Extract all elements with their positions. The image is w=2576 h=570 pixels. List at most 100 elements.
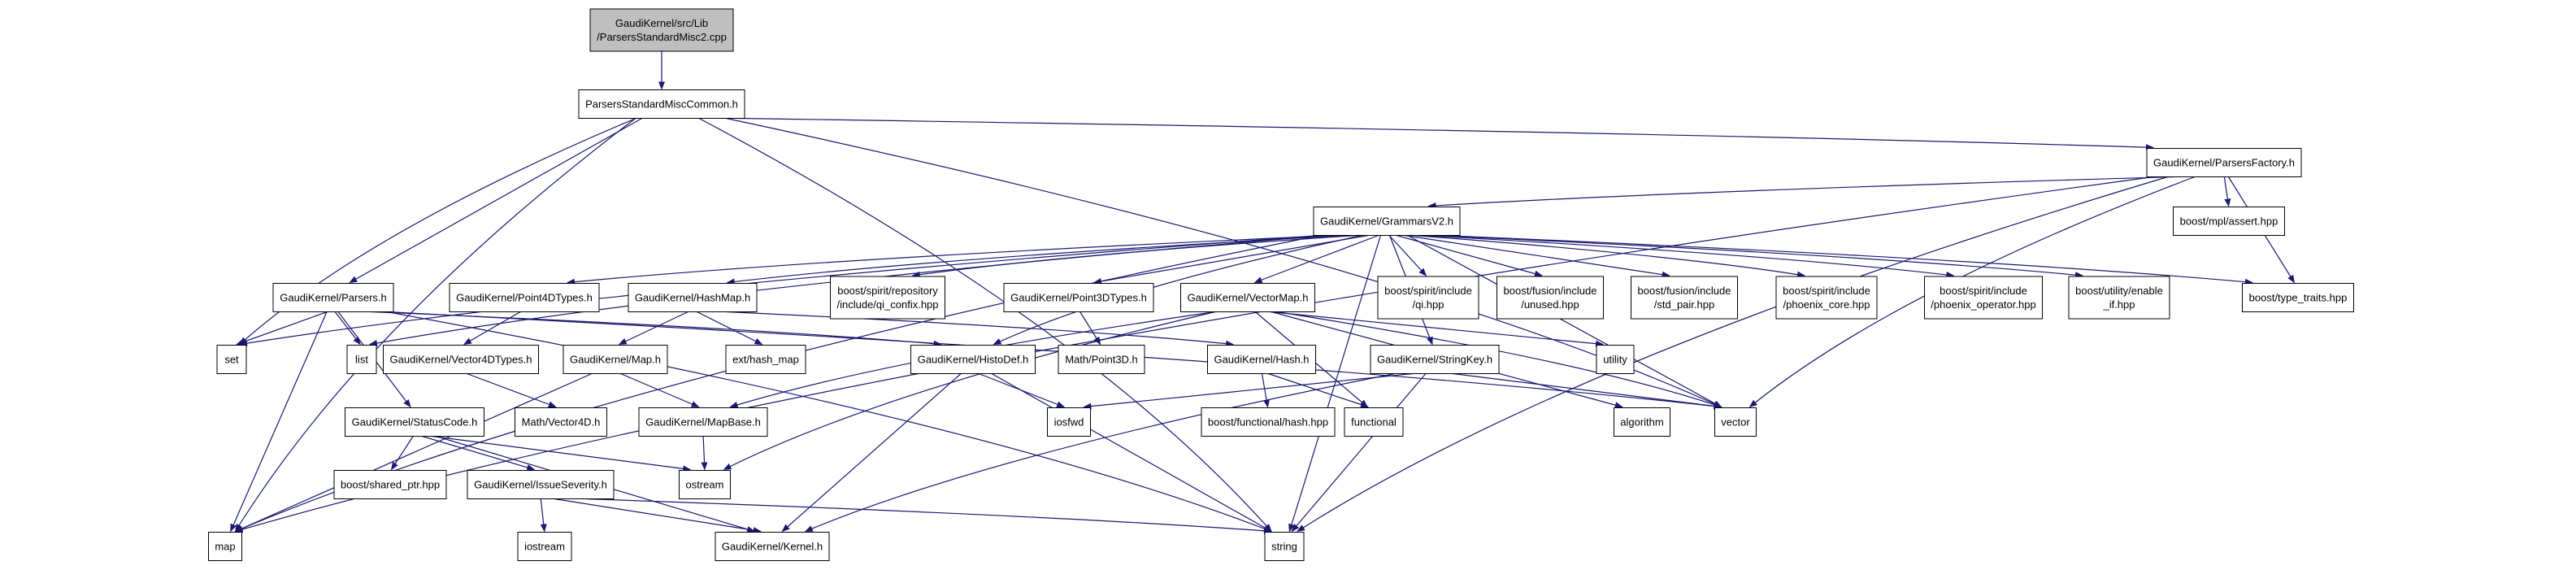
node-label: GaudiKernel/Map.h xyxy=(570,354,661,366)
include-edge xyxy=(1407,234,1722,408)
node-label: boost/utility/enable_if.hpp xyxy=(2075,285,2163,311)
graph-node-parsers[interactable]: GaudiKernel/Parsers.h xyxy=(272,283,394,312)
graph-node-vector4dtypes[interactable]: GaudiKernel/Vector4DTypes.h xyxy=(383,345,539,374)
include-edge xyxy=(334,311,361,346)
graph-node-set: set xyxy=(216,345,247,374)
node-box xyxy=(208,532,242,561)
graph-node-histodef[interactable]: GaudiKernel/HistoDef.h xyxy=(910,345,1036,374)
include-edge xyxy=(349,117,643,284)
include-edge xyxy=(584,498,1272,534)
node-box xyxy=(1924,276,2043,320)
include-edge xyxy=(991,372,1272,533)
node-label: GaudiKernel/src/Lib/ParsersStandardMisc2… xyxy=(597,17,727,43)
include-edge xyxy=(1270,311,1604,347)
graph-node-hash[interactable]: GaudiKernel/Hash.h xyxy=(1207,345,1316,374)
graph-node-stringkey[interactable]: GaudiKernel/StringKey.h xyxy=(1370,345,1500,374)
graph-node-phoenixop: boost/spirit/include/phoenix_operator.hp… xyxy=(1924,276,2043,320)
graph-node-list: list xyxy=(346,345,377,374)
include-edge xyxy=(697,311,763,346)
graph-node-iostream: iostream xyxy=(517,532,572,561)
include-edge xyxy=(1288,235,1382,533)
node-box xyxy=(1370,345,1500,374)
graph-node-cpp: GaudiKernel/src/Lib/ParsersStandardMisc2… xyxy=(589,8,734,52)
include-edge xyxy=(1253,234,1379,284)
include-edge xyxy=(371,311,942,347)
graph-node-ostream: ostream xyxy=(679,470,731,499)
node-box xyxy=(1003,283,1154,312)
graph-node-issueseverity[interactable]: GaudiKernel/IssueSeverity.h xyxy=(467,470,615,499)
include-edge xyxy=(726,311,1234,347)
include-edge xyxy=(2223,176,2231,207)
node-label: iostream xyxy=(524,541,565,553)
include-edge xyxy=(804,372,1396,533)
node-box xyxy=(2068,276,2170,320)
graph-node-hashmap[interactable]: GaudiKernel/HashMap.h xyxy=(628,283,758,312)
node-box xyxy=(1313,207,1461,236)
graph-node-exthashmap: ext/hash_map xyxy=(725,345,806,374)
include-edge xyxy=(467,372,557,408)
include-edge xyxy=(386,311,1272,533)
node-label: functional xyxy=(1351,416,1397,429)
include-edge xyxy=(386,311,1722,410)
graph-node-mplassert: boost/mpl/assert.hpp xyxy=(2173,207,2285,236)
graph-node-parsersfactory[interactable]: GaudiKernel/ParsersFactory.h xyxy=(2146,148,2302,177)
include-edge xyxy=(618,311,689,346)
include-edge xyxy=(234,372,593,533)
node-box xyxy=(679,470,731,499)
node-label: algorithm xyxy=(1620,416,1663,429)
include-edge xyxy=(1404,234,1670,278)
node-box xyxy=(1614,407,1670,437)
graph-node-grammars[interactable]: GaudiKernel/GrammarsV2.h xyxy=(1313,207,1461,236)
graph-node-vector: vector xyxy=(1714,407,1757,437)
include-edge xyxy=(567,234,1336,285)
node-label: GaudiKernel/IssueSeverity.h xyxy=(474,479,607,491)
node-label: Math/Vector4D.h xyxy=(522,416,601,429)
graph-node-vectormap[interactable]: GaudiKernel/VectorMap.h xyxy=(1180,283,1315,312)
node-box xyxy=(346,345,377,374)
graph-node-mapbase[interactable]: GaudiKernel/MapBase.h xyxy=(638,407,768,437)
node-label: GaudiKernel/HistoDef.h xyxy=(918,354,1029,366)
node-label: boost/fusion/include/std_pair.hpp xyxy=(1638,285,1731,311)
node-box xyxy=(2146,148,2302,177)
node-box xyxy=(589,8,734,52)
node-label: set xyxy=(224,354,239,366)
include-edge xyxy=(1083,372,1414,410)
include-edge xyxy=(701,436,708,471)
graph-node-gmap[interactable]: GaudiKernel/Map.h xyxy=(563,345,668,374)
node-label: boost/spirit/include/qi.hpp xyxy=(1384,285,1472,311)
graph-node-point4dtypes[interactable]: GaudiKernel/Point4DTypes.h xyxy=(449,283,600,312)
graph-node-qi: boost/spirit/include/qi.hpp xyxy=(1377,276,1479,320)
graph-node-typetraits: boost/type_traits.hpp xyxy=(2242,283,2354,312)
graph-node-kernel[interactable]: GaudiKernel/Kernel.h xyxy=(715,532,830,561)
include-edge xyxy=(463,311,521,346)
include-edge xyxy=(1453,372,1722,410)
graph-node-common[interactable]: ParsersStandardMiscCommon.h xyxy=(578,89,745,119)
node-box xyxy=(1596,345,1635,374)
node-label: list xyxy=(355,354,368,366)
node-box xyxy=(1201,407,1336,437)
graph-node-enableif: boost/utility/enable_if.hpp xyxy=(2068,276,2170,320)
include-edge xyxy=(369,234,1326,346)
node-label: GaudiKernel/VectorMap.h xyxy=(1188,292,1309,304)
node-box xyxy=(517,532,572,561)
graph-node-string: string xyxy=(1264,532,1305,561)
node-label: ext/hash_map xyxy=(732,354,799,366)
node-box xyxy=(1180,283,1315,312)
graph-node-statuscode[interactable]: GaudiKernel/StatusCode.h xyxy=(345,407,484,437)
node-label: GaudiKernel/Point3DTypes.h xyxy=(1010,292,1147,304)
node-label: GaudiKernel/Point4DTypes.h xyxy=(456,292,593,304)
include-edge xyxy=(737,117,2154,151)
graph-node-point3dtypes[interactable]: GaudiKernel/Point3DTypes.h xyxy=(1003,283,1154,312)
node-box xyxy=(272,283,394,312)
graph-node-stdpair: boost/fusion/include/std_pair.hpp xyxy=(1631,276,1738,320)
node-box xyxy=(578,89,745,119)
nodes-layer: GaudiKernel/src/Lib/ParsersStandardMisc2… xyxy=(208,8,2354,561)
node-box xyxy=(1775,276,1878,320)
node-box xyxy=(345,407,484,437)
node-label: GaudiKernel/MapBase.h xyxy=(645,416,761,429)
node-box xyxy=(715,532,830,561)
node-label: GaudiKernel/Parsers.h xyxy=(280,292,387,304)
include-edge xyxy=(723,311,1216,471)
graph-node-mathvector4d: Math/Vector4D.h xyxy=(515,407,607,437)
